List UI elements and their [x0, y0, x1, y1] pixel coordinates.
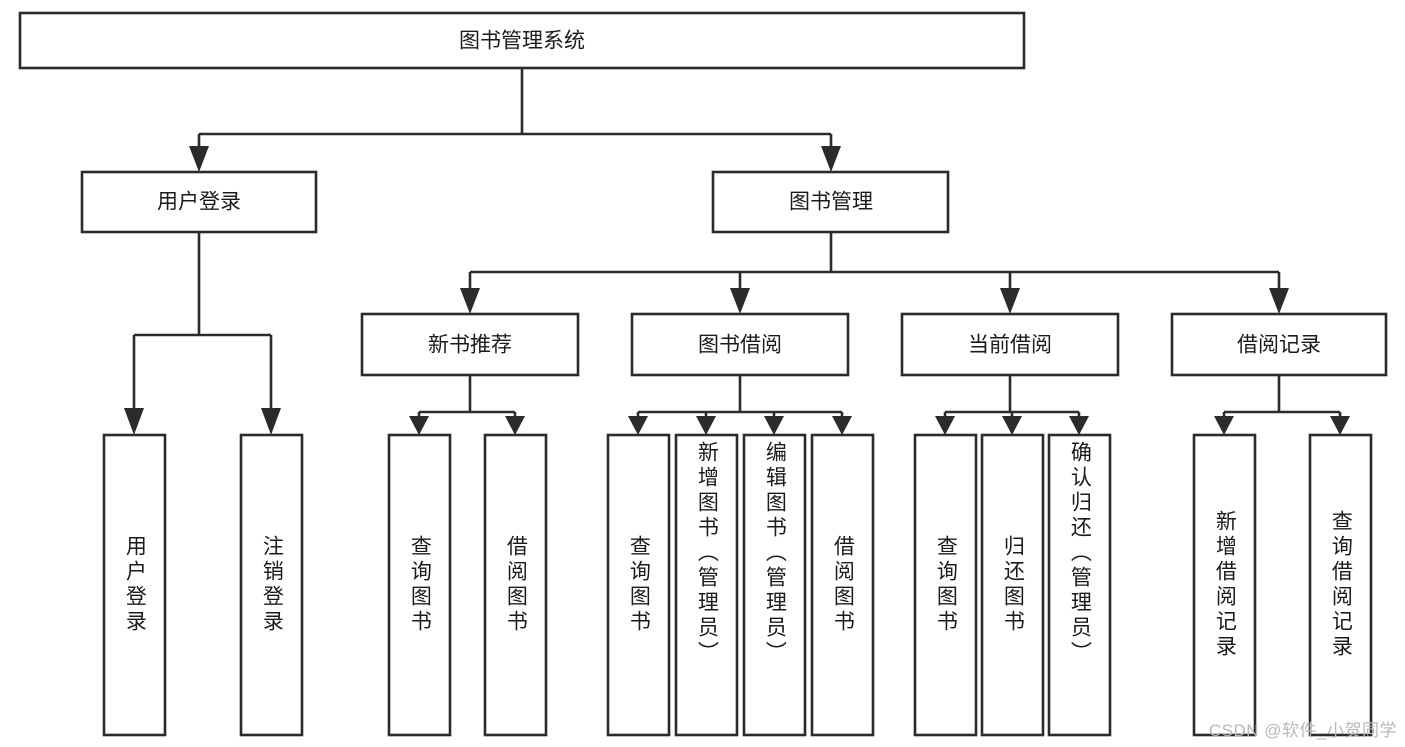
node-book-borrow-box[interactable] [630, 312, 850, 377]
leaf-box-borrow-book-recommend[interactable] [483, 433, 548, 737]
leaf-box-return-book[interactable] [980, 433, 1045, 737]
node-user-login[interactable]: 用户登录 [80, 170, 318, 234]
node-book-borrow[interactable]: 图书借阅 [630, 312, 850, 377]
node-new-book-recommend[interactable]: 新书推荐 [360, 312, 580, 377]
leaf-box-query-book-recommend[interactable] [387, 433, 452, 737]
arrow-head-icon [1269, 288, 1289, 314]
leaf-box-logout[interactable] [239, 433, 304, 737]
arrow-head-icon [261, 408, 281, 435]
leaf-box-add-book-admin[interactable] [674, 433, 739, 737]
connector-userlogin-to-leaves [124, 232, 281, 435]
node-current-borrow[interactable]: 当前借阅 [900, 312, 1120, 377]
node-new-book-recommend-box[interactable] [360, 312, 580, 377]
arrow-head-icon [1000, 288, 1020, 314]
node-root-book-management-system[interactable]: 图书管理系统 [18, 11, 1026, 70]
arrow-head-icon [460, 288, 480, 314]
arrow-head-icon [832, 416, 852, 435]
node-borrow-records[interactable]: 借阅记录 [1170, 312, 1388, 377]
node-book-management[interactable]: 图书管理 [711, 170, 950, 234]
connector-newbook-to-leaves [409, 375, 525, 435]
arrow-head-icon [935, 416, 955, 435]
node-book-management-box[interactable] [711, 170, 950, 234]
leaf-box-borrow-book[interactable] [810, 433, 875, 737]
connector-bookmgmt-to-level3 [460, 232, 1289, 314]
arrow-head-icon [1214, 416, 1234, 435]
connector-borrowrecords-to-leaves [1214, 375, 1350, 435]
node-current-borrow-label: 当前借阅 [968, 334, 1052, 357]
connector-root-to-level2 [189, 68, 841, 172]
leaf-box-confirm-return-admin[interactable] [1047, 433, 1112, 737]
arrow-head-icon [696, 416, 716, 435]
node-new-book-recommend-label: 新书推荐 [428, 334, 512, 357]
connector-currentborrow-to-leaves [935, 375, 1089, 435]
node-book-management-label: 图书管理 [789, 191, 873, 214]
csdn-watermark: CSDN @软件_小贺同学 [1208, 721, 1397, 740]
node-user-login-box[interactable] [80, 170, 318, 234]
arrow-head-icon [409, 416, 429, 435]
arrow-head-icon [1330, 416, 1350, 435]
arrow-head-icon [1002, 416, 1022, 435]
arrow-head-icon [764, 416, 784, 435]
leaf-box-add-borrow-record[interactable] [1192, 433, 1257, 737]
arrow-head-icon [1069, 416, 1089, 435]
connector-bookborrow-to-leaves [628, 375, 852, 435]
leaf-box-edit-book-admin[interactable] [742, 433, 807, 737]
node-user-login-label: 用户登录 [157, 191, 241, 214]
node-current-borrow-box[interactable] [900, 312, 1120, 377]
arrow-head-icon [189, 146, 209, 172]
node-root-label: 图书管理系统 [459, 30, 585, 53]
leaf-box-query-book-borrow[interactable] [606, 433, 671, 737]
arrow-head-icon [505, 416, 525, 435]
arrow-head-icon [124, 408, 144, 435]
leaf-box-query-book-current[interactable] [913, 433, 978, 737]
leaf-box-query-borrow-record[interactable] [1308, 433, 1373, 737]
node-book-borrow-label: 图书借阅 [698, 334, 782, 357]
node-borrow-records-label: 借阅记录 [1237, 334, 1321, 357]
node-root-box[interactable] [18, 11, 1026, 70]
arrow-head-icon [730, 288, 750, 314]
arrow-head-icon [821, 146, 841, 172]
leaf-box-user-login[interactable] [102, 433, 167, 737]
arrow-head-icon [628, 416, 648, 435]
node-borrow-records-box[interactable] [1170, 312, 1388, 377]
